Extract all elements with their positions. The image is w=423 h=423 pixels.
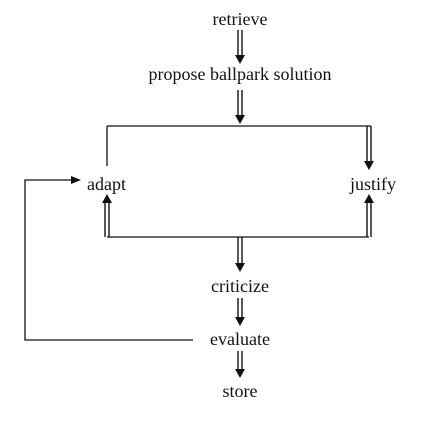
node-propose-ballpark-solution: propose ballpark solution [149,64,332,84]
arrow-criticize-to-evaluate [235,298,245,326]
arrow-propose-to-branches [235,90,245,124]
node-criticize: criticize [211,276,269,296]
feedback-arrow-evaluate-to-adapt [24,176,193,341]
arrow-retrieve-to-propose [235,30,245,64]
node-justify: justify [349,174,396,194]
node-retrieve: retrieve [213,9,268,29]
merge-bar [102,194,374,238]
node-adapt: adapt [87,174,126,194]
split-bar [106,125,374,170]
arrow-merge-to-criticize [235,237,245,272]
node-store: store [223,381,258,401]
node-evaluate: evaluate [210,329,270,349]
arrow-evaluate-to-store [235,351,245,378]
